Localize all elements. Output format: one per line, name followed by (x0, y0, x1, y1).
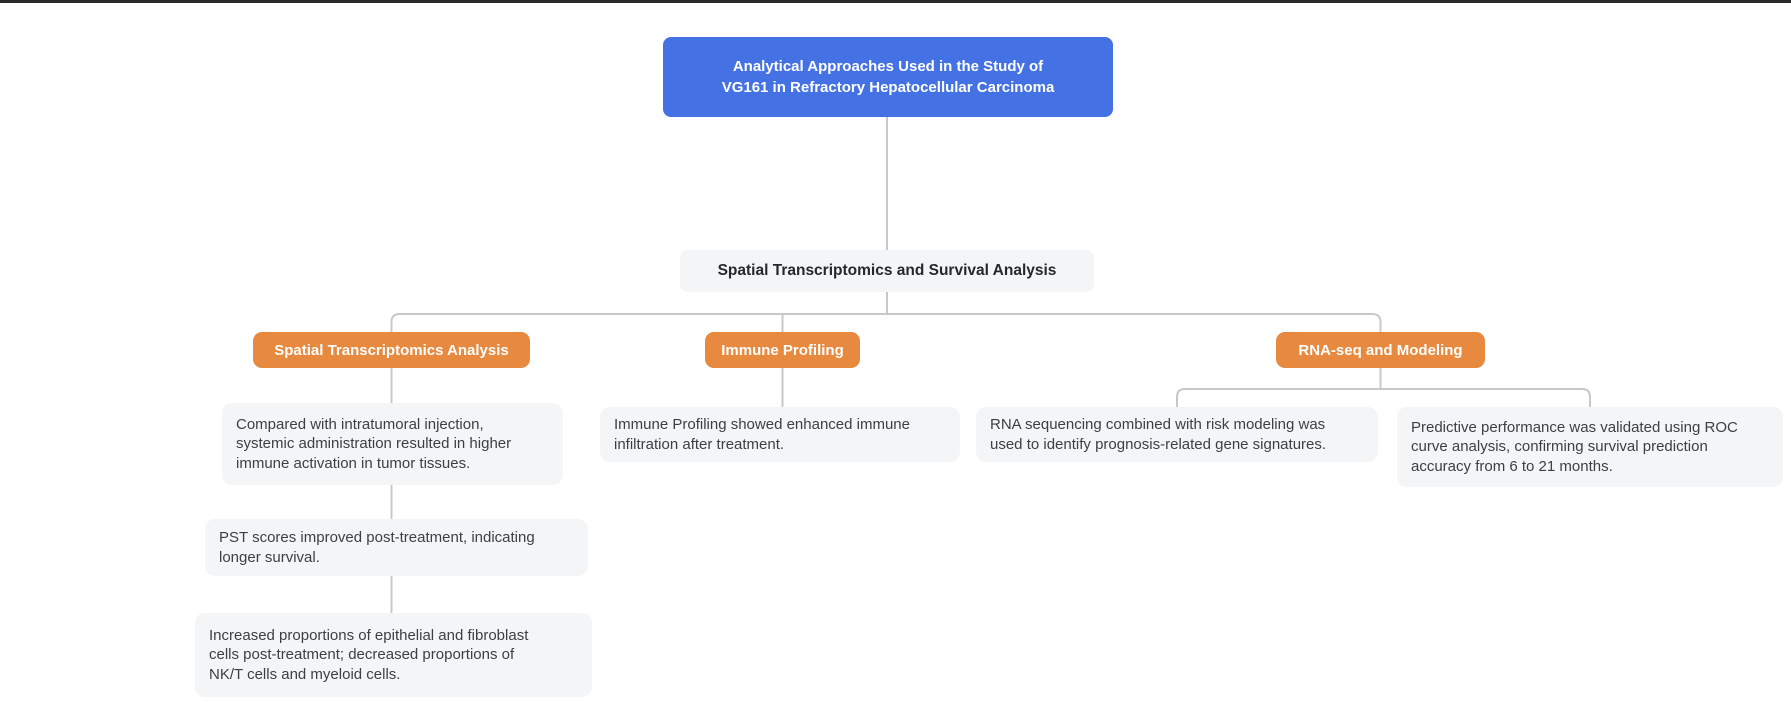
root-node-label: Analytical Approaches Used in the Study … (721, 58, 1055, 96)
connector-branch-rail (390, 313, 1382, 332)
leaf-label: Increased proportions of epithelial and … (209, 626, 529, 683)
branch-node-rnaseq-modeling[interactable]: RNA-seq and Modeling (1276, 332, 1485, 368)
leaf-node-immune-infiltration[interactable]: Immune Profiling showed enhanced immune … (600, 407, 960, 462)
branch-label: Immune Profiling (721, 341, 844, 359)
leaf-label: Predictive performance was validated usi… (1411, 418, 1738, 475)
leaf-label: RNA sequencing combined with risk modeli… (990, 416, 1327, 453)
leaf-label: Compared with intratumoral injection, sy… (236, 415, 512, 472)
branch-node-immune-profiling[interactable]: Immune Profiling (705, 332, 860, 368)
root-node[interactable]: Analytical Approaches Used in the Study … (663, 37, 1113, 117)
top-border-bar (0, 0, 1791, 3)
leaf-node-systemic-administration[interactable]: Compared with intratumoral injection, sy… (222, 403, 563, 485)
section-node-label: Spatial Transcriptomics and Survival Ana… (717, 262, 1057, 279)
section-node[interactable]: Spatial Transcriptomics and Survival Ana… (680, 250, 1094, 292)
branch-node-spatial-transcriptomics[interactable]: Spatial Transcriptomics Analysis (253, 332, 530, 368)
leaf-node-cell-proportions[interactable]: Increased proportions of epithelial and … (195, 613, 592, 697)
branch-label: Spatial Transcriptomics Analysis (274, 341, 509, 359)
leaf-label: PST scores improved post-treatment, indi… (219, 529, 535, 566)
leaf-node-gene-signatures[interactable]: RNA sequencing combined with risk modeli… (976, 407, 1378, 462)
leaf-node-roc-validation[interactable]: Predictive performance was validated usi… (1397, 407, 1783, 487)
connector-rnaseq-rail (1176, 388, 1591, 407)
leaf-node-pst-scores[interactable]: PST scores improved post-treatment, indi… (205, 519, 588, 576)
branch-label: RNA-seq and Modeling (1298, 341, 1463, 359)
leaf-label: Immune Profiling showed enhanced immune … (614, 416, 910, 453)
